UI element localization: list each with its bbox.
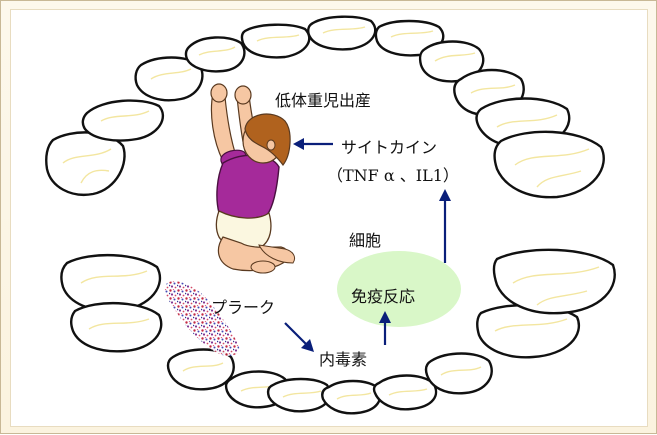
tooth-lower-3 bbox=[166, 348, 235, 391]
tooth-lower-5 bbox=[266, 377, 332, 413]
tooth-upper-5 bbox=[240, 23, 311, 59]
label-endotoxin: 内毒素 bbox=[319, 350, 368, 369]
arrow-immune-to-cytokine bbox=[439, 189, 451, 263]
label-plaque: プラーク bbox=[211, 298, 276, 317]
tooth-upper-2 bbox=[81, 99, 165, 142]
upper-teeth bbox=[45, 15, 605, 199]
label-low-birth-weight: 低体重児出産 bbox=[275, 91, 372, 110]
immune-response-ellipse bbox=[337, 251, 461, 327]
arrow-plaque-to-endotoxin bbox=[284, 322, 314, 352]
tooth-lower-2 bbox=[70, 301, 163, 353]
tooth-lower-8 bbox=[424, 352, 493, 395]
baby-reaching-up-illustration bbox=[210, 83, 296, 274]
label-immune-response: 免疫反応 bbox=[351, 287, 416, 306]
arrow-endotoxin-to-immune bbox=[379, 311, 391, 345]
label-cell: 細胞 bbox=[349, 231, 382, 250]
tooth-lower-6 bbox=[321, 379, 382, 415]
label-cytokine-detail: （TNF α 、IL1） bbox=[327, 166, 459, 185]
figure-panel bbox=[10, 9, 648, 427]
tooth-upper-3 bbox=[134, 56, 204, 102]
tooth-upper-6 bbox=[307, 15, 377, 51]
label-cytokine: サイトカイン bbox=[341, 138, 438, 157]
tooth-upper-11 bbox=[493, 130, 605, 199]
tooth-upper-1 bbox=[45, 131, 126, 197]
tooth-lower-7 bbox=[372, 374, 438, 411]
arrow-cytokine-to-baby bbox=[293, 138, 333, 150]
lower-teeth bbox=[60, 248, 616, 415]
tooth-upper-4 bbox=[184, 36, 246, 73]
plaque-speckle-texture bbox=[164, 281, 240, 356]
tooth-lower-10 bbox=[492, 248, 616, 315]
